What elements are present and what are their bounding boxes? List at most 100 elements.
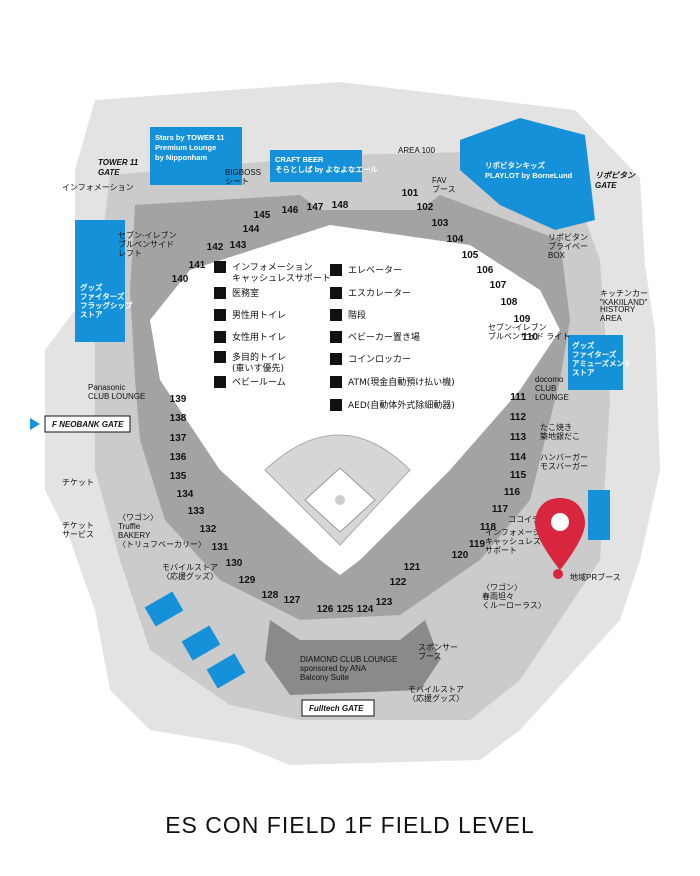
section-label: 103 xyxy=(432,218,449,229)
section-label: 125 xyxy=(337,604,354,615)
section-label: 140 xyxy=(172,274,189,285)
label-coco: ココイチ xyxy=(508,515,540,524)
section-label: 107 xyxy=(490,280,507,291)
section-label: 108 xyxy=(501,297,518,308)
section-label: 134 xyxy=(177,489,194,500)
section-label: 127 xyxy=(284,595,301,606)
legend-item: ベビールーム xyxy=(214,376,286,388)
goods-right-store xyxy=(568,335,623,390)
section-label: 141 xyxy=(189,260,206,271)
legend-label: AED(自動体外式除細動器) xyxy=(348,399,455,411)
womens-toilet-icon xyxy=(214,331,226,343)
section-label: 133 xyxy=(188,506,205,517)
legend-label: ベビールーム xyxy=(232,377,286,388)
info-icon xyxy=(214,261,226,273)
label-kitchen: キッチンカー"KAKIILAND" xyxy=(600,289,648,307)
label-area100: AREA 100 xyxy=(398,146,435,155)
section-label: 102 xyxy=(417,202,434,213)
kids-playlot xyxy=(460,118,595,230)
section-label: 136 xyxy=(170,452,187,463)
legend-item: AED(自動体外式除細動器) xyxy=(330,399,455,411)
legend-item: 多目的トイレ(車いす優先) xyxy=(214,351,286,374)
section-label: 137 xyxy=(170,433,187,444)
section-label: 145 xyxy=(254,210,271,221)
section-label: 115 xyxy=(510,470,527,481)
legend-item: エスカレーター xyxy=(330,287,411,299)
legend-label: 女性用トイレ xyxy=(232,331,286,343)
legend-label: インフォメーションキャッシュレスサポート xyxy=(232,263,331,284)
label-mobile-right: モバイルストア〈応援グッズ〉 xyxy=(408,685,464,703)
section-label: 135 xyxy=(170,471,187,482)
craft-beer-area xyxy=(270,150,362,182)
label-hitsuki: 〈ワゴン〉春雨坦々くルーローラス〉 xyxy=(482,582,546,610)
section-label: 128 xyxy=(262,590,279,601)
label-local-pr: 地域PRブース xyxy=(570,572,621,582)
label-ticket: チケット xyxy=(62,478,94,487)
fulltech-gate-box xyxy=(301,699,375,717)
legend-label: 多目的トイレ(車いす優先) xyxy=(232,351,286,374)
section-label: 148 xyxy=(332,200,349,211)
legend-item: インフォメーションキャッシュレスサポート xyxy=(214,261,331,284)
section-label: 129 xyxy=(239,575,256,586)
section-label: 120 xyxy=(452,550,469,561)
elevator-icon xyxy=(330,264,342,276)
baby-room-icon xyxy=(214,376,226,388)
legend-item: 男性用トイレ xyxy=(214,309,286,321)
section-label: 119 xyxy=(469,539,486,550)
section-label: 126 xyxy=(317,604,334,615)
label-info-top: インフォメーション xyxy=(62,183,134,192)
escalator-icon xyxy=(330,287,342,299)
label-seven-right: セブン-イレブンブルペンサイド ライト xyxy=(488,322,570,341)
legend-item: ベビーカー置き場 xyxy=(330,331,420,343)
goods-right-label: グッズファイターズアミューズメントストア xyxy=(572,340,631,377)
label-seven-left: セブン-イレブンブルペンサイドレフト xyxy=(118,230,177,258)
section-label: 124 xyxy=(357,604,374,615)
legend-label: ATM(現金自動預け払い機) xyxy=(348,376,455,388)
section-label: 116 xyxy=(504,487,521,498)
section-label: 118 xyxy=(480,522,497,533)
location-pin-icon xyxy=(535,498,585,579)
legend-item: 医務室 xyxy=(214,287,259,299)
label-mobile-left: モバイルストア〈応援グッズ〉 xyxy=(162,563,218,581)
multipurpose-toilet-icon xyxy=(214,351,226,363)
label-sponsor: スポンサーブース xyxy=(418,643,458,661)
diamond-club-lounge xyxy=(265,620,440,695)
legend-label: 男性用トイレ xyxy=(232,309,286,321)
gate-fulltech: Fulltech GATE xyxy=(309,704,364,713)
section-label: 138 xyxy=(170,413,187,424)
playing-field xyxy=(150,225,560,575)
legend-item: エレベーター xyxy=(330,264,402,276)
legend-label: 医務室 xyxy=(232,287,259,299)
section-label: 132 xyxy=(200,524,217,535)
mens-toilet-icon xyxy=(214,309,226,321)
neobank-arrow-icon xyxy=(30,418,40,430)
legend-item: 階段 xyxy=(330,309,366,321)
section-label: 142 xyxy=(207,242,224,253)
first-aid-icon xyxy=(214,287,226,299)
section-label: 105 xyxy=(462,250,479,261)
legend-item: 女性用トイレ xyxy=(214,331,286,343)
label-hamburger: ハンバーガーモスバーガー xyxy=(540,452,588,471)
section-label: 123 xyxy=(376,597,393,608)
legend-label: エレベーター xyxy=(348,265,402,276)
label-ticket-service: チケットサービス xyxy=(62,521,94,539)
section-label: 111 xyxy=(510,392,526,403)
locker-icon xyxy=(330,353,342,365)
label-seki: たこ焼き築地銀だこ xyxy=(540,423,580,441)
section-label: 117 xyxy=(492,504,509,515)
section-label: 101 xyxy=(402,188,419,199)
section-label: 143 xyxy=(230,240,247,251)
legend-item: ATM(現金自動預け払い機) xyxy=(330,376,455,388)
